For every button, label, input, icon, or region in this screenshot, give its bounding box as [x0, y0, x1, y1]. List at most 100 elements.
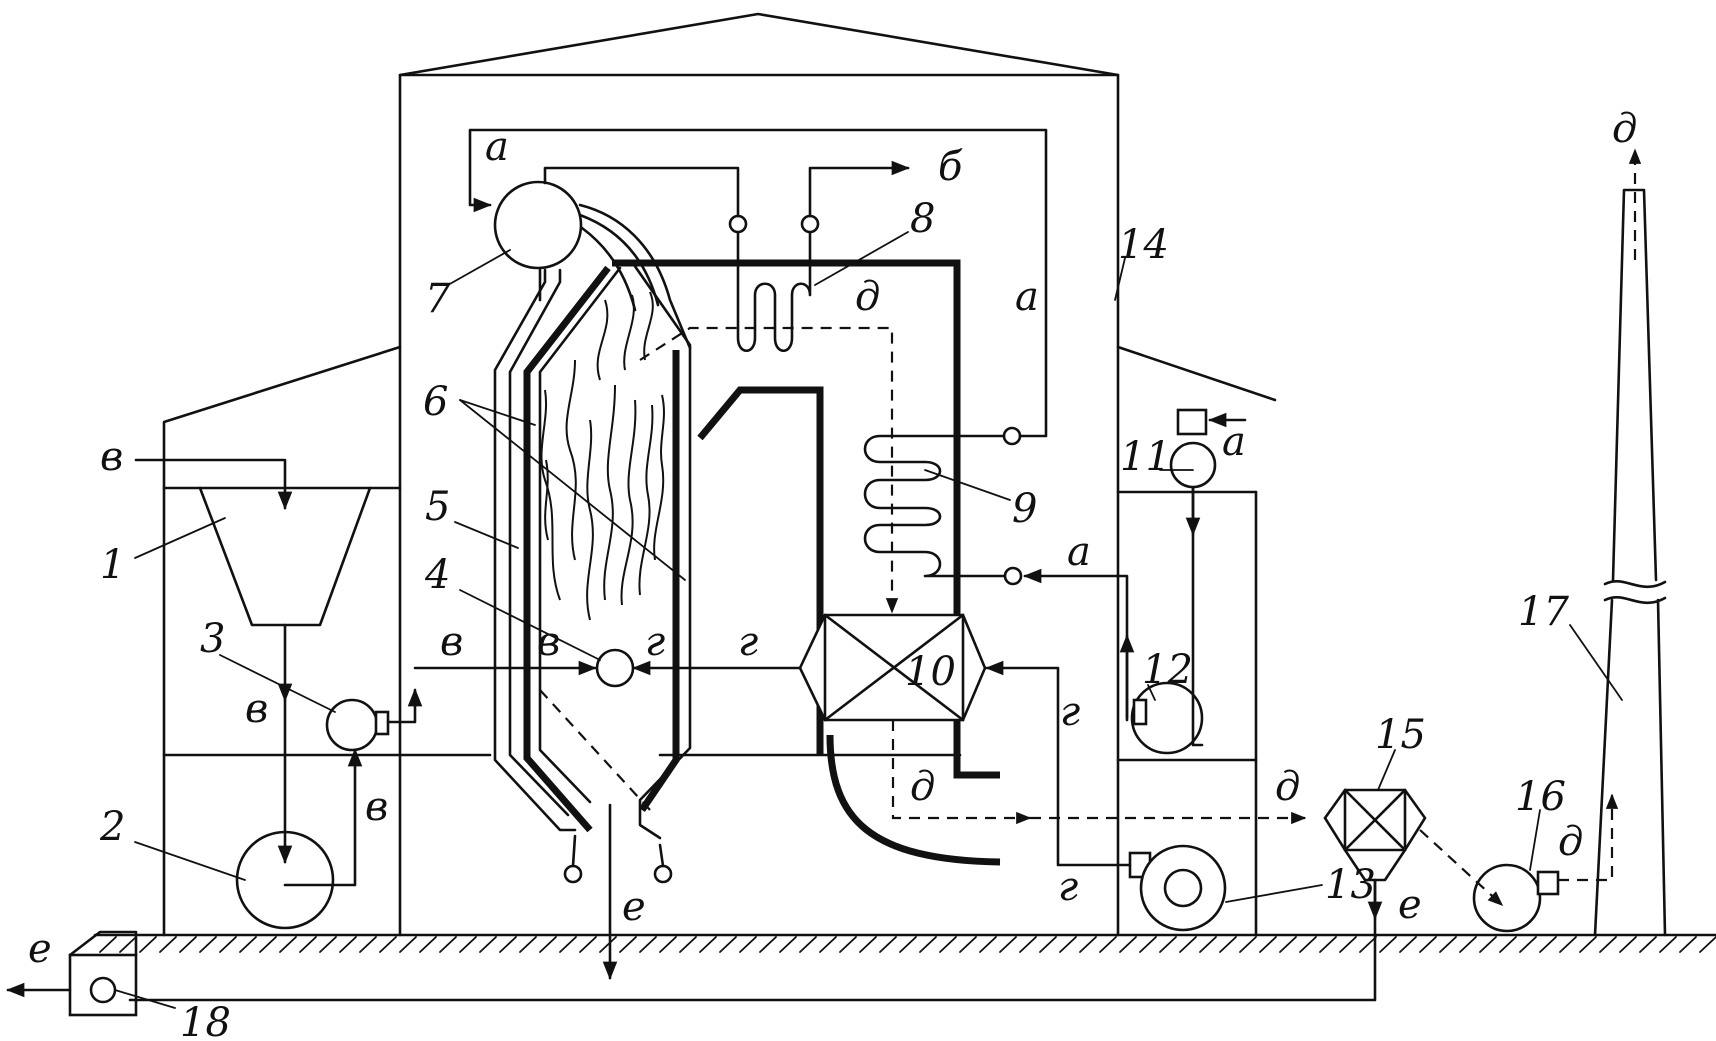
hatch-stroke — [819, 936, 837, 953]
hatch-stroke — [699, 936, 717, 953]
ground-hatching — [99, 936, 1716, 953]
hatch-stroke — [659, 936, 677, 953]
hatch-stroke — [599, 936, 617, 953]
label-v: в — [537, 619, 560, 665]
number-14: 14 — [1118, 222, 1169, 268]
number-1: 1 — [100, 542, 125, 588]
furnace — [493, 203, 1001, 884]
hatch-stroke — [1519, 936, 1537, 953]
hatch-stroke — [1579, 936, 1597, 953]
ground — [93, 933, 1716, 953]
number-15: 15 — [1375, 712, 1426, 758]
hatch-stroke — [219, 936, 237, 953]
superheater-8 — [543, 160, 910, 353]
mill-fan-3 — [325, 698, 390, 752]
leader-lines — [134, 231, 1623, 903]
hatch-stroke — [1619, 936, 1637, 953]
hatch-stroke — [199, 936, 217, 953]
hatch-stroke — [859, 936, 877, 953]
hatch-stroke — [99, 936, 117, 953]
hatch-stroke — [1419, 936, 1437, 953]
hatch-stroke — [439, 936, 457, 953]
hatch-stroke — [1339, 936, 1357, 953]
hatch-stroke — [459, 936, 477, 953]
hatch-stroke — [1079, 936, 1097, 953]
drum-7 — [493, 180, 583, 270]
chimney-17 — [1593, 188, 1667, 937]
label-v: в — [245, 686, 268, 732]
hatch-stroke — [899, 936, 917, 953]
hatch-stroke — [679, 936, 697, 953]
hatch-stroke — [359, 936, 377, 953]
hatch-stroke — [499, 936, 517, 953]
hatch-stroke — [1259, 936, 1277, 953]
hatch-stroke — [319, 936, 337, 953]
hatch-stroke — [1319, 936, 1337, 953]
hatch-stroke — [399, 936, 417, 953]
label-v: в — [440, 619, 463, 665]
hatch-stroke — [1599, 936, 1617, 953]
label-g: г — [738, 619, 758, 665]
label-d: д — [910, 764, 935, 810]
hatch-stroke — [1699, 936, 1716, 953]
flow-lines — [6, 412, 1383, 1009]
number-8: 8 — [910, 196, 935, 242]
ash-pump-18 — [68, 930, 138, 1017]
number-4: 4 — [424, 552, 450, 598]
stream-labels: а б а д а а в в в в в г г г г д д д д е … — [28, 106, 1637, 972]
hatch-stroke — [1019, 936, 1037, 953]
hatch-stroke — [1159, 936, 1177, 953]
burner-4 — [595, 648, 635, 688]
number-2: 2 — [99, 804, 125, 850]
number-13: 13 — [1325, 862, 1376, 908]
hatch-stroke — [719, 936, 737, 953]
hatch-stroke — [979, 936, 997, 953]
number-9: 9 — [1012, 486, 1037, 532]
label-g: г — [645, 619, 665, 665]
fuel-hopper-1 — [198, 486, 372, 702]
label-a: а — [1067, 529, 1091, 575]
hatch-stroke — [1279, 936, 1297, 953]
hatch-stroke — [639, 936, 657, 953]
hatch-stroke — [1659, 936, 1677, 953]
hatch-stroke — [179, 936, 197, 953]
flue-gas-path — [539, 148, 1642, 907]
label-g: г — [1060, 689, 1080, 735]
hatch-stroke — [779, 936, 797, 953]
hatch-stroke — [1499, 936, 1517, 953]
hatch-stroke — [1479, 936, 1497, 953]
hatch-stroke — [1179, 936, 1197, 953]
hatch-stroke — [1379, 936, 1397, 953]
label-v: в — [100, 434, 123, 480]
hatch-stroke — [1639, 936, 1657, 953]
label-e: е — [1398, 882, 1422, 928]
exhauster-16 — [1472, 863, 1560, 933]
hatch-stroke — [919, 936, 937, 953]
hatch-stroke — [939, 936, 957, 953]
hatch-stroke — [479, 936, 497, 953]
pump-12 — [1130, 681, 1204, 755]
hatch-stroke — [739, 936, 757, 953]
number-6: 6 — [423, 379, 448, 425]
hatch-stroke — [159, 936, 177, 953]
label-b: б — [938, 144, 963, 190]
hatch-stroke — [1399, 936, 1417, 953]
number-10: 10 — [905, 649, 956, 695]
economizer-9 — [468, 128, 1048, 586]
hatch-stroke — [1359, 936, 1377, 953]
hatch-stroke — [619, 936, 637, 953]
hatch-stroke — [299, 936, 317, 953]
hatch-stroke — [419, 936, 437, 953]
number-12: 12 — [1142, 647, 1193, 693]
air-heater-10 — [798, 613, 987, 722]
number-7: 7 — [425, 276, 451, 322]
hatch-stroke — [1439, 936, 1457, 953]
flame — [540, 291, 665, 621]
label-g: г — [1058, 864, 1078, 910]
hatch-stroke — [959, 936, 977, 953]
label-e: е — [622, 884, 646, 930]
hatch-stroke — [1219, 936, 1237, 953]
number-17: 17 — [1518, 589, 1569, 635]
hatch-stroke — [1459, 936, 1477, 953]
